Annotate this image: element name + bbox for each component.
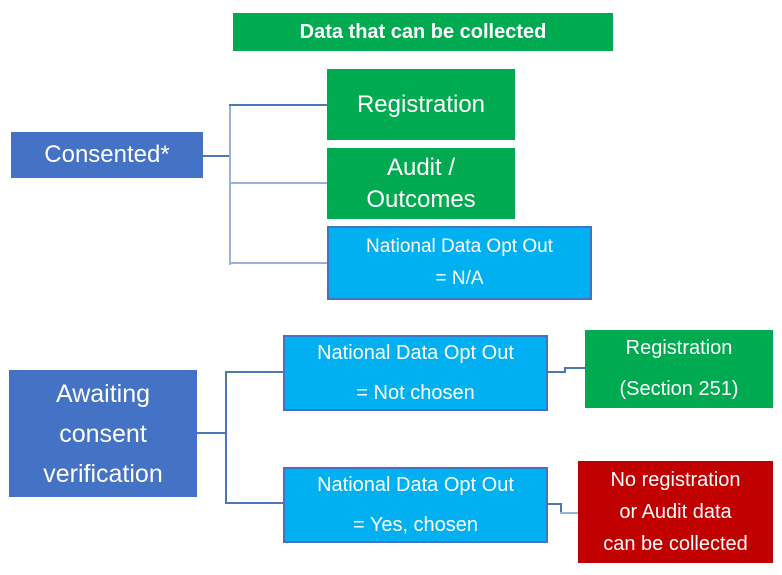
node-opt-out-not-chosen: National Data Opt Out = Not chosen [283, 335, 548, 411]
node-opt-out-yes-chosen: National Data Opt Out = Yes, chosen [283, 467, 548, 543]
connector-consented-stub [203, 155, 229, 157]
connector-yes-chosen-step2 [560, 503, 562, 514]
node-opt-out-na: National Data Opt Out = N/A [327, 226, 592, 300]
node-registration: Registration [327, 69, 515, 140]
node-awaiting-line1: Awaiting [55, 379, 151, 408]
connector-consented-vertical [229, 104, 231, 265]
node-awaiting-verification: Awaiting consent verification [9, 370, 197, 497]
connector-yes-chosen-step3 [560, 512, 578, 514]
node-registration-section-251: Registration (Section 251) [585, 330, 773, 408]
connector-awaiting-vertical [225, 371, 227, 504]
connector-not-chosen-step1 [548, 371, 566, 373]
node-opt-out-na-line2: = N/A [435, 268, 484, 289]
node-no-data-line1: No registration [610, 469, 741, 491]
connector-consented-to-audit [229, 182, 327, 184]
node-opt-out-yes-chosen-line1: National Data Opt Out [317, 473, 514, 496]
connector-consented-to-registration [229, 104, 327, 106]
node-registration-label: Registration [356, 90, 486, 118]
node-opt-out-not-chosen-line1: National Data Opt Out [317, 341, 514, 364]
node-no-data-line2: or Audit data [619, 501, 732, 523]
node-awaiting-line3: verification [43, 459, 163, 488]
node-registration-s251-line2: (Section 251) [619, 378, 739, 400]
node-registration-s251-line1: Registration [625, 337, 733, 359]
node-no-data-line3: can be collected [603, 533, 748, 555]
header-box: Data that can be collected [233, 13, 613, 51]
header-label: Data that can be collected [299, 20, 547, 43]
node-opt-out-yes-chosen-line2: = Yes, chosen [352, 513, 479, 536]
node-consented-label: Consented* [44, 141, 170, 168]
connector-awaiting-to-yes-chosen [225, 502, 283, 504]
connector-not-chosen-step3 [564, 367, 585, 369]
node-audit-outcomes-line2: Outcomes [366, 185, 476, 213]
node-no-data-collected: No registration or Audit data can be col… [578, 461, 773, 563]
node-awaiting-line2: consent [59, 419, 147, 448]
connector-awaiting-stub [197, 432, 225, 434]
node-audit-outcomes: Audit / Outcomes [327, 148, 515, 219]
connector-yes-chosen-step1 [548, 503, 562, 505]
connector-awaiting-to-not-chosen [225, 371, 283, 373]
node-opt-out-na-line1: National Data Opt Out [366, 236, 553, 257]
connector-not-chosen-step2 [564, 367, 566, 373]
node-opt-out-not-chosen-line2: = Not chosen [356, 381, 475, 404]
connector-consented-to-opt-out-na [229, 262, 327, 264]
node-consented: Consented* [11, 132, 203, 178]
node-audit-outcomes-line1: Audit / [386, 154, 456, 182]
